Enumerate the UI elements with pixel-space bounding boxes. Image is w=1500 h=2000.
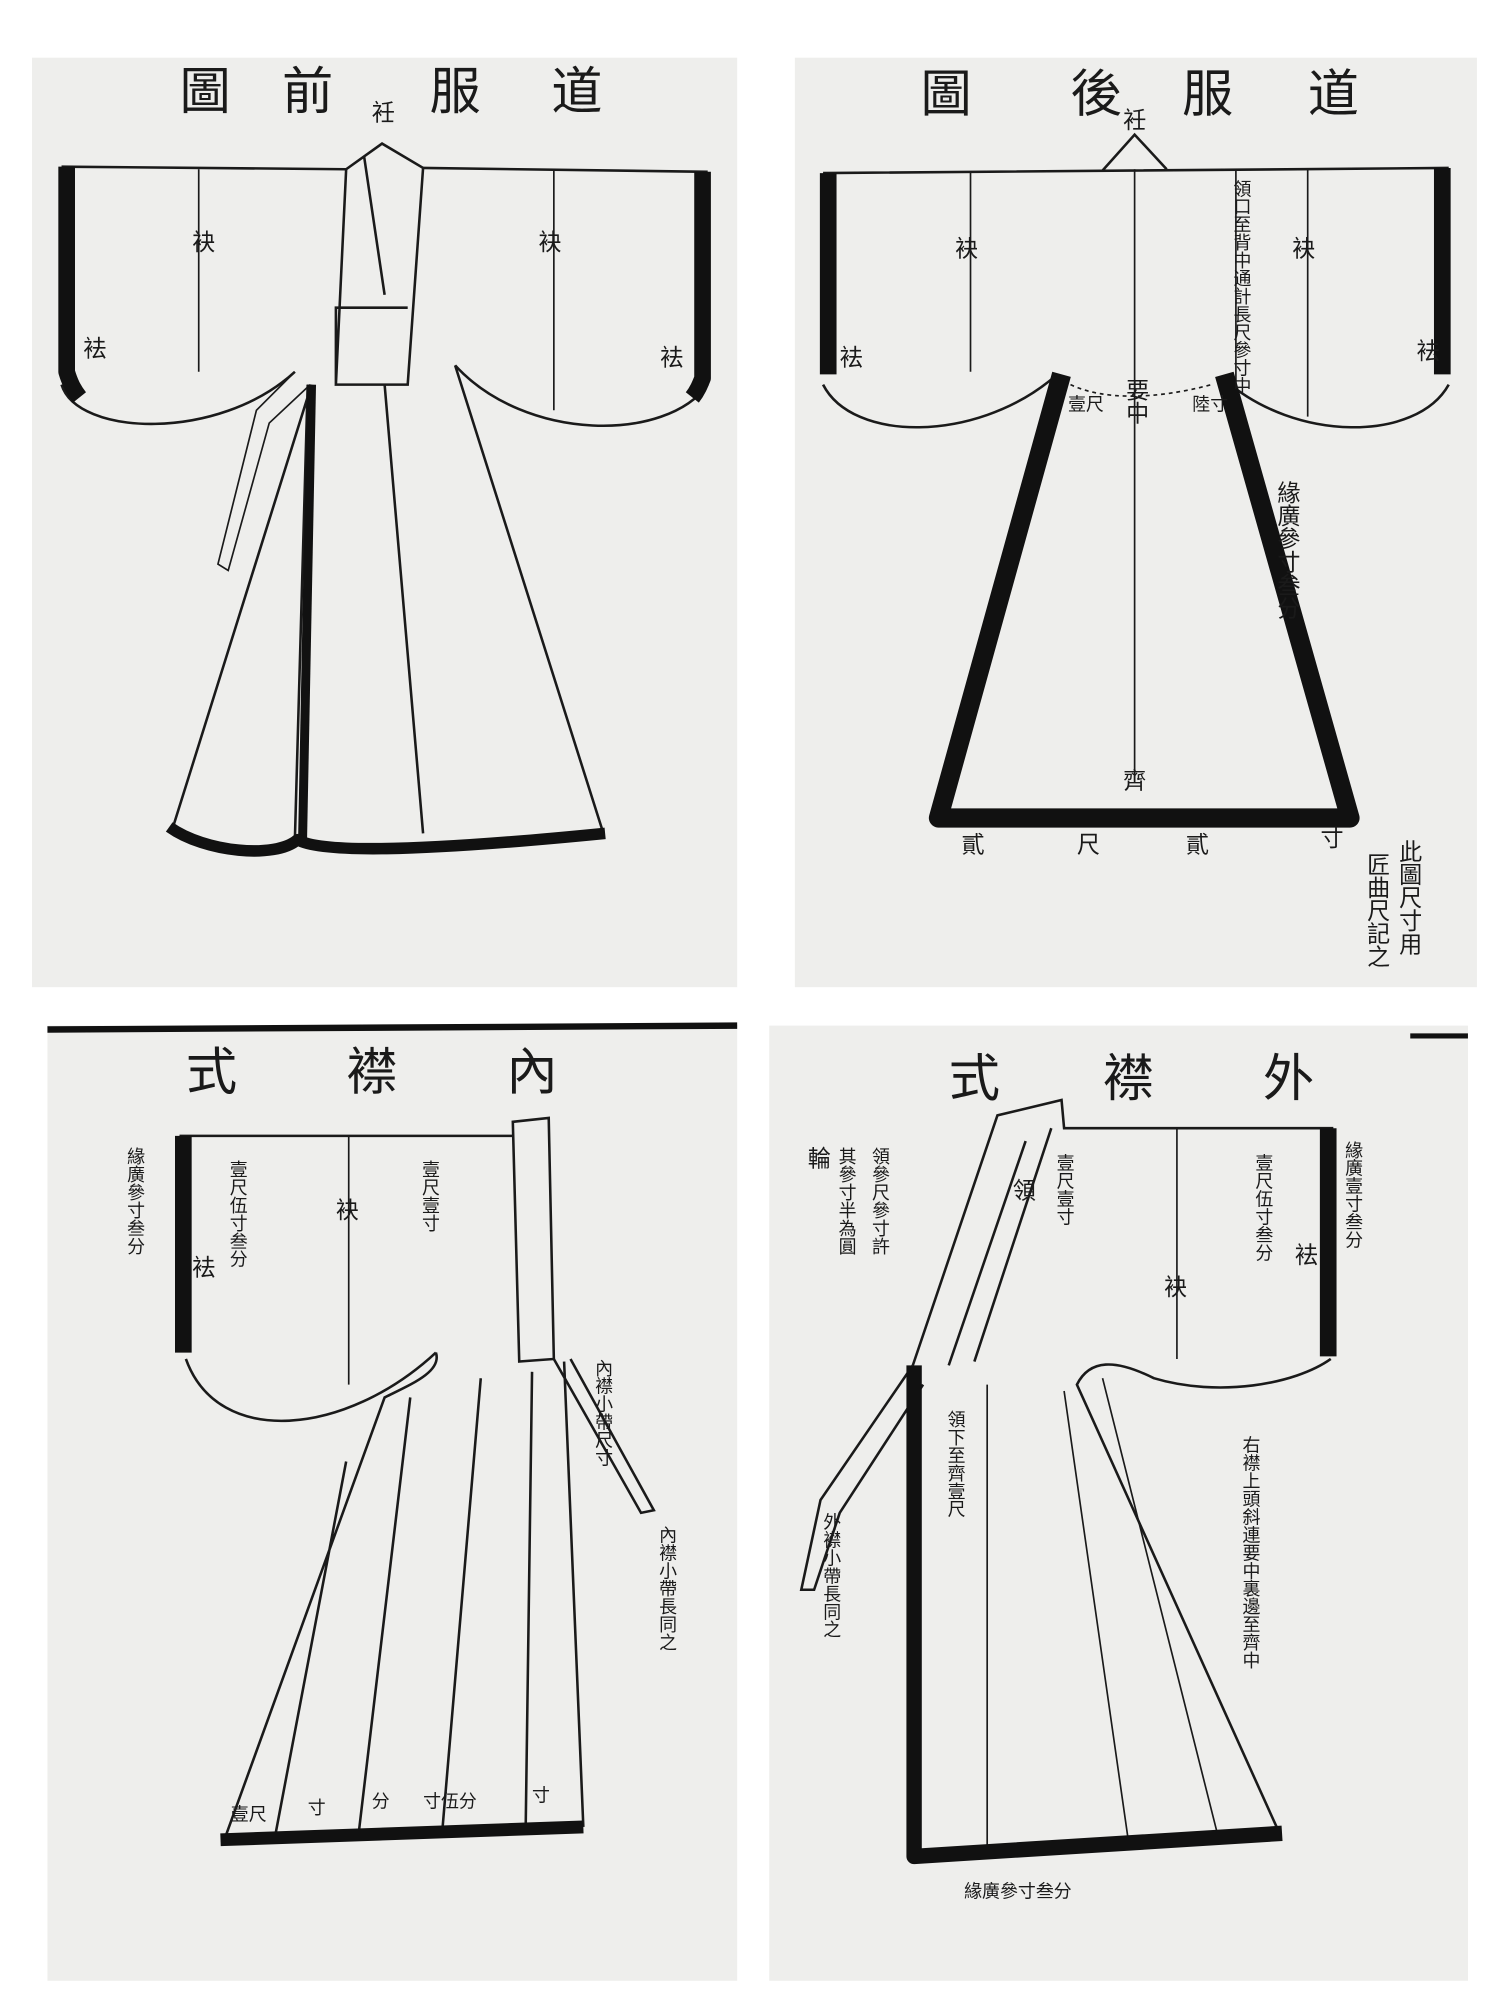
center-note: 領口至背中通計長尺參寸中 [1231, 179, 1252, 394]
waist-measure: 壹尺 [1068, 394, 1104, 415]
hem-measure: 貳 [1186, 833, 1209, 859]
side-mark: 輪 [808, 1147, 831, 1173]
right-note: 右襟上頭斜連要中裏邊至齊中 [1239, 1436, 1260, 1669]
hem-measure: 壹尺 [231, 1805, 267, 1826]
hem-measure: 寸伍分 [423, 1792, 477, 1813]
front-note: 領下至齊壹尺 [945, 1410, 966, 1518]
paper-background [794, 57, 1477, 988]
front-robe-outline [58, 142, 711, 857]
title-char: 道 [551, 62, 602, 122]
border-note: 緣廣參寸叁分 [124, 1147, 145, 1255]
panel-front-view: 圖 前 服 道 衽 袂 袂 袪 袪 [32, 57, 738, 988]
waist-label: 要中 [1122, 378, 1149, 424]
sleeve-label: 袂 [1292, 236, 1315, 262]
inner-flap-outline [175, 1116, 656, 1847]
paper-background [32, 57, 738, 988]
title-char: 襟 [346, 1043, 397, 1103]
cuff-label: 袪 [660, 345, 683, 371]
title-char: 服 [429, 62, 480, 122]
panel-back-view: 圖 後 服 道 衽 領口至背中通計長尺參寸中 袂 袂 袪 袪 要中 壹尺 陸寸 … [794, 57, 1477, 988]
title-char: 襟 [1103, 1049, 1154, 1109]
footnote-line: 此圖尺寸用 [1395, 840, 1423, 956]
title-char: 外 [1263, 1049, 1314, 1109]
collar-note: 領參尺參寸許 [869, 1147, 890, 1255]
title-char: 服 [1182, 65, 1233, 125]
cuff-label: 袪 [840, 345, 863, 371]
cuff-label: 袪 [83, 336, 106, 362]
title-char: 式 [186, 1043, 237, 1103]
hem-measure: 尺 [1077, 833, 1100, 859]
back-robe-outline [819, 132, 1451, 828]
sleeve-measure: 壹尺壹寸 [1054, 1154, 1075, 1226]
title-char: 式 [949, 1049, 1000, 1109]
waist-measure: 陸寸 [1192, 394, 1228, 415]
title-char: 內 [506, 1043, 557, 1103]
cuff-label: 袪 [1295, 1243, 1318, 1269]
title-char: 圖 [921, 65, 972, 125]
sleeve-measure: 壹尺壹寸 [419, 1160, 440, 1232]
tie-note: 內襟小帶尺寸 [592, 1359, 613, 1467]
hem-measure: 寸 [532, 1785, 550, 1806]
hem-label: 齊 [1123, 768, 1146, 794]
tie-length-note: 內襟小帶長同之 [656, 1525, 677, 1651]
tie-note: 外襟小帶長同之 [820, 1513, 841, 1639]
sleeve-label: 袂 [955, 236, 978, 262]
sleeve-label: 袂 [192, 230, 215, 256]
border-note: 緣廣參寸叁分 [1273, 481, 1301, 620]
hem-measure: 分 [372, 1792, 390, 1813]
paper-background [47, 1025, 738, 1981]
sleeve-measure: 壹尺伍寸叁分 [1252, 1154, 1273, 1262]
collar-label: 衽 [372, 101, 395, 127]
panel-top-edge [47, 1022, 738, 1033]
panel-inner-flap: 式 襟 內 緣廣參寸叁分 壹尺伍寸叁分 壹尺壹寸 袂 袪 內襟小帶尺寸 內襟小帶… [47, 1022, 738, 1981]
sleeve-label: 袂 [1164, 1275, 1187, 1301]
hem-measure: 貳 [962, 833, 985, 859]
hem-measure: 寸 [1321, 826, 1344, 852]
sleeve-label: 袂 [336, 1198, 359, 1224]
sleeve-label: 袂 [538, 230, 561, 256]
collar-label: 領 [1013, 1179, 1036, 1205]
title-char: 圖 [179, 62, 230, 122]
border-note: 緣廣壹寸叁分 [1342, 1141, 1363, 1249]
title-char: 前 [282, 62, 333, 122]
footnote-line: 匠曲尺記之 [1363, 853, 1391, 968]
title-char: 後 [1071, 65, 1122, 125]
hem-note: 緣廣參寸叁分 [964, 1881, 1072, 1902]
hem-measure: 寸 [308, 1798, 326, 1819]
paper-background [769, 1025, 1468, 1981]
panel-outer-flap: 式 襟 外 輪 其參寸半為圓 領參尺參寸許 領 壹尺壹寸 壹尺伍寸叁分 緣廣壹寸… [769, 1025, 1468, 1981]
outer-flap-outline [799, 1098, 1337, 1865]
cuff-label: 袪 [1417, 339, 1440, 365]
title-char: 道 [1308, 65, 1359, 125]
sleeve-measure: 壹尺伍寸叁分 [227, 1160, 248, 1268]
collar-label: 衽 [1123, 108, 1146, 134]
cuff-label: 袪 [192, 1256, 215, 1282]
collar-note: 其參寸半為圓 [836, 1147, 857, 1255]
